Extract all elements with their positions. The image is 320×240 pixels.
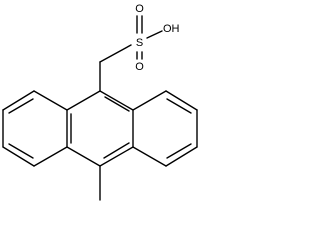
chemical-structure: S O O OH	[2, 3, 198, 201]
bond	[33, 90, 68, 111]
bond	[132, 90, 167, 111]
oxygen-bottom-label: O	[135, 61, 144, 73]
bond	[8, 98, 34, 114]
ring-system	[2, 90, 198, 167]
bond	[8, 143, 34, 159]
bond	[99, 44, 132, 63]
bond	[66, 146, 101, 167]
hydroxyl-label: OH	[163, 23, 180, 35]
oxygen-top-label: O	[135, 3, 144, 15]
bond	[103, 142, 130, 159]
bond	[166, 98, 192, 114]
bond	[66, 90, 101, 111]
bond	[166, 143, 192, 159]
bond	[2, 146, 35, 167]
bond	[104, 96, 130, 112]
bond	[132, 146, 167, 167]
bond	[2, 90, 35, 111]
bond	[165, 146, 198, 167]
bond	[165, 90, 198, 111]
sulfur-label: S	[136, 37, 143, 49]
bond	[99, 90, 134, 111]
bond	[33, 146, 68, 167]
bond	[99, 146, 134, 167]
bond	[146, 30, 163, 39]
